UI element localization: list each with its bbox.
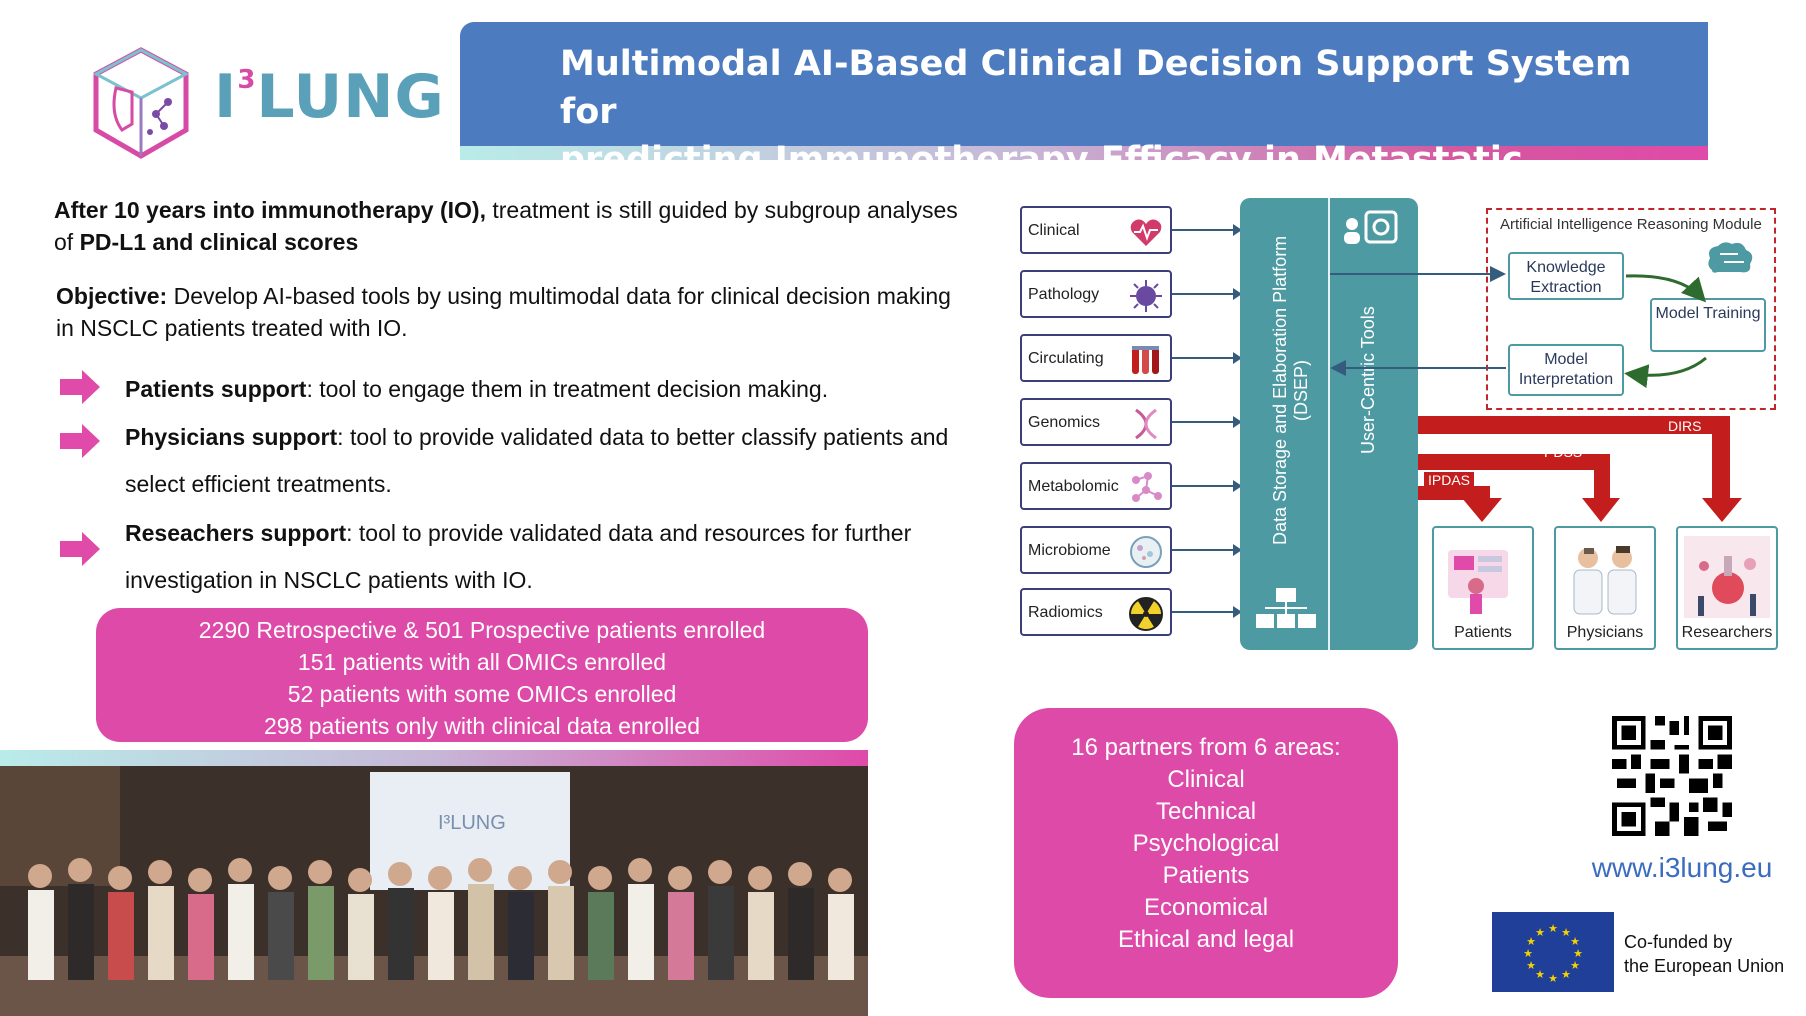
svg-text:★: ★ bbox=[1573, 947, 1583, 960]
pdss-flow-bar bbox=[1418, 454, 1610, 470]
partner-area: Psychological bbox=[1132, 830, 1280, 857]
photo-gradient-strip bbox=[0, 750, 868, 766]
pdss-label: PDSS bbox=[1544, 444, 1583, 460]
source-microbiome: Microbiome bbox=[1020, 526, 1172, 574]
flow-arrow bbox=[1172, 480, 1242, 492]
user-tools-icon bbox=[1344, 210, 1398, 244]
flow-arrow bbox=[1172, 606, 1242, 618]
petri-dish-icon bbox=[1130, 536, 1162, 568]
virus-icon bbox=[1130, 280, 1162, 312]
source-metabolomic: Metabolomic bbox=[1020, 462, 1172, 510]
radiation-icon bbox=[1129, 597, 1163, 631]
ai-reasoning-module bbox=[1486, 208, 1776, 410]
heart-pulse-icon bbox=[1130, 219, 1162, 246]
researchers-illustration bbox=[1684, 536, 1770, 618]
qr-code[interactable] bbox=[1612, 716, 1732, 836]
ipdas-label: IPDAS bbox=[1424, 472, 1475, 488]
platform-divider bbox=[1328, 198, 1330, 650]
node-model-training: Model Training bbox=[1650, 298, 1766, 352]
source-radiomics: Radiomics bbox=[1020, 588, 1172, 636]
svg-text:★: ★ bbox=[1570, 935, 1580, 948]
partners-heading: 16 partners from 6 areas: bbox=[1071, 734, 1341, 761]
svg-text:★: ★ bbox=[1548, 922, 1558, 935]
svg-text:★: ★ bbox=[1523, 947, 1533, 960]
svg-text:★: ★ bbox=[1526, 959, 1536, 972]
brain-circuit-icon bbox=[1708, 242, 1753, 273]
ai-module-arrows bbox=[1330, 266, 1707, 389]
source-pathology: Pathology bbox=[1020, 270, 1172, 318]
stat-line: 151 patients with all OMICs enrolled bbox=[297, 649, 667, 675]
ai-module-title: Artificial Intelligence Reasoning Module bbox=[1500, 216, 1762, 233]
partner-area: Patients bbox=[1162, 862, 1250, 889]
stat-line: 52 patients with some OMICs enrolled bbox=[287, 681, 677, 707]
stat-line: 2290 Retrospective & 501 Prospective pat… bbox=[198, 617, 766, 643]
flow-arrow bbox=[1172, 544, 1242, 556]
partner-area: Technical bbox=[1155, 798, 1257, 825]
output-patients-label: Patients bbox=[1454, 624, 1512, 641]
partners-box: 16 partners from 6 areas: Clinical Techn… bbox=[1014, 708, 1398, 998]
patients-app-illustration bbox=[1448, 550, 1508, 614]
output-patients: Patients bbox=[1432, 526, 1534, 650]
bullet-patients-support: Patients support: tool to engage them in… bbox=[125, 376, 829, 402]
project-url-link[interactable]: www.i3lung.eu bbox=[1591, 852, 1773, 883]
partner-area: Clinical bbox=[1167, 766, 1245, 793]
pdss-flow-down bbox=[1594, 454, 1610, 500]
group-photo: I³LUNG bbox=[0, 766, 868, 1016]
pink-arrow-icon bbox=[60, 532, 100, 566]
node-model-interpretation: Model Interpretation bbox=[1508, 344, 1624, 396]
flow-arrow bbox=[1172, 288, 1242, 300]
svg-text:★: ★ bbox=[1570, 959, 1580, 972]
bullet-researchers-support: Reseachers support: tool to provide vali… bbox=[125, 520, 912, 593]
dsep-label: Data Storage and Elaboration Platform (D… bbox=[1270, 235, 1311, 545]
svg-text:★: ★ bbox=[1526, 935, 1536, 948]
dirs-flow-bar bbox=[1418, 416, 1730, 434]
svg-text:★: ★ bbox=[1561, 926, 1571, 939]
bullet-physicians-support: Physicians support: tool to provide vali… bbox=[125, 424, 949, 497]
eu-stars: ★★★ ★★★ ★★★ ★★★ bbox=[1523, 922, 1583, 985]
projection-screen-text: I³LUNG bbox=[438, 812, 506, 834]
eu-cofunded-text: Co-funded by the European Union bbox=[1624, 932, 1785, 976]
intro-paragraph: After 10 years into immunotherapy (IO), … bbox=[54, 197, 958, 255]
stat-line: 298 patients only with clinical data enr… bbox=[264, 713, 700, 739]
output-physicians-label: Physicians bbox=[1566, 624, 1644, 641]
flow-arrow bbox=[1172, 352, 1242, 364]
source-clinical: Clinical bbox=[1020, 206, 1172, 254]
title-banner bbox=[460, 22, 1708, 146]
group-photo-illustration bbox=[0, 766, 868, 1016]
objective-paragraph: Objective: Develop AI-based tools by usi… bbox=[56, 283, 951, 341]
poster-title: Multimodal AI-Based Clinical Decision Su… bbox=[560, 44, 1632, 228]
svg-text:★: ★ bbox=[1561, 968, 1571, 981]
title-gradient-strip bbox=[460, 146, 1708, 160]
node-knowledge-extraction: Knowledge Extraction bbox=[1508, 252, 1624, 300]
dirs-flow-down bbox=[1712, 416, 1730, 500]
i3lung-logo bbox=[92, 47, 190, 159]
test-tubes-icon bbox=[1132, 346, 1159, 374]
dirs-label: DIRS bbox=[1668, 418, 1702, 434]
flow-arrow bbox=[1172, 224, 1242, 236]
dna-icon bbox=[1135, 408, 1157, 440]
network-icon bbox=[1256, 588, 1316, 628]
logo-wordmark: I3LUNG bbox=[214, 62, 445, 132]
pink-arrow-icon bbox=[60, 370, 100, 404]
output-researchers-label: Researchers bbox=[1681, 624, 1773, 641]
eu-flag-icon: ★★★ ★★★ ★★★ ★★★ bbox=[1492, 912, 1614, 992]
molecule-icon bbox=[1132, 472, 1162, 502]
flow-arrow bbox=[1172, 416, 1242, 428]
svg-text:★: ★ bbox=[1548, 972, 1558, 985]
svg-text:★: ★ bbox=[1535, 968, 1545, 981]
partner-area: Economical bbox=[1143, 894, 1269, 921]
physicians-illustration bbox=[1573, 546, 1637, 615]
flow-arrowheads bbox=[1462, 498, 1742, 522]
partner-area: Ethical and legal bbox=[1117, 926, 1295, 953]
svg-text:★: ★ bbox=[1535, 926, 1545, 939]
source-genomics: Genomics bbox=[1020, 398, 1172, 446]
output-researchers: Researchers bbox=[1676, 526, 1778, 650]
output-physicians: Physicians bbox=[1554, 526, 1656, 650]
pink-arrow-icon bbox=[60, 424, 100, 458]
enrollment-stats-box: 2290 Retrospective & 501 Prospective pat… bbox=[96, 608, 868, 742]
ipdas-flow-bar bbox=[1418, 486, 1490, 500]
source-circulating: Circulating bbox=[1020, 334, 1172, 382]
ipdas-flow-down bbox=[1476, 486, 1490, 500]
